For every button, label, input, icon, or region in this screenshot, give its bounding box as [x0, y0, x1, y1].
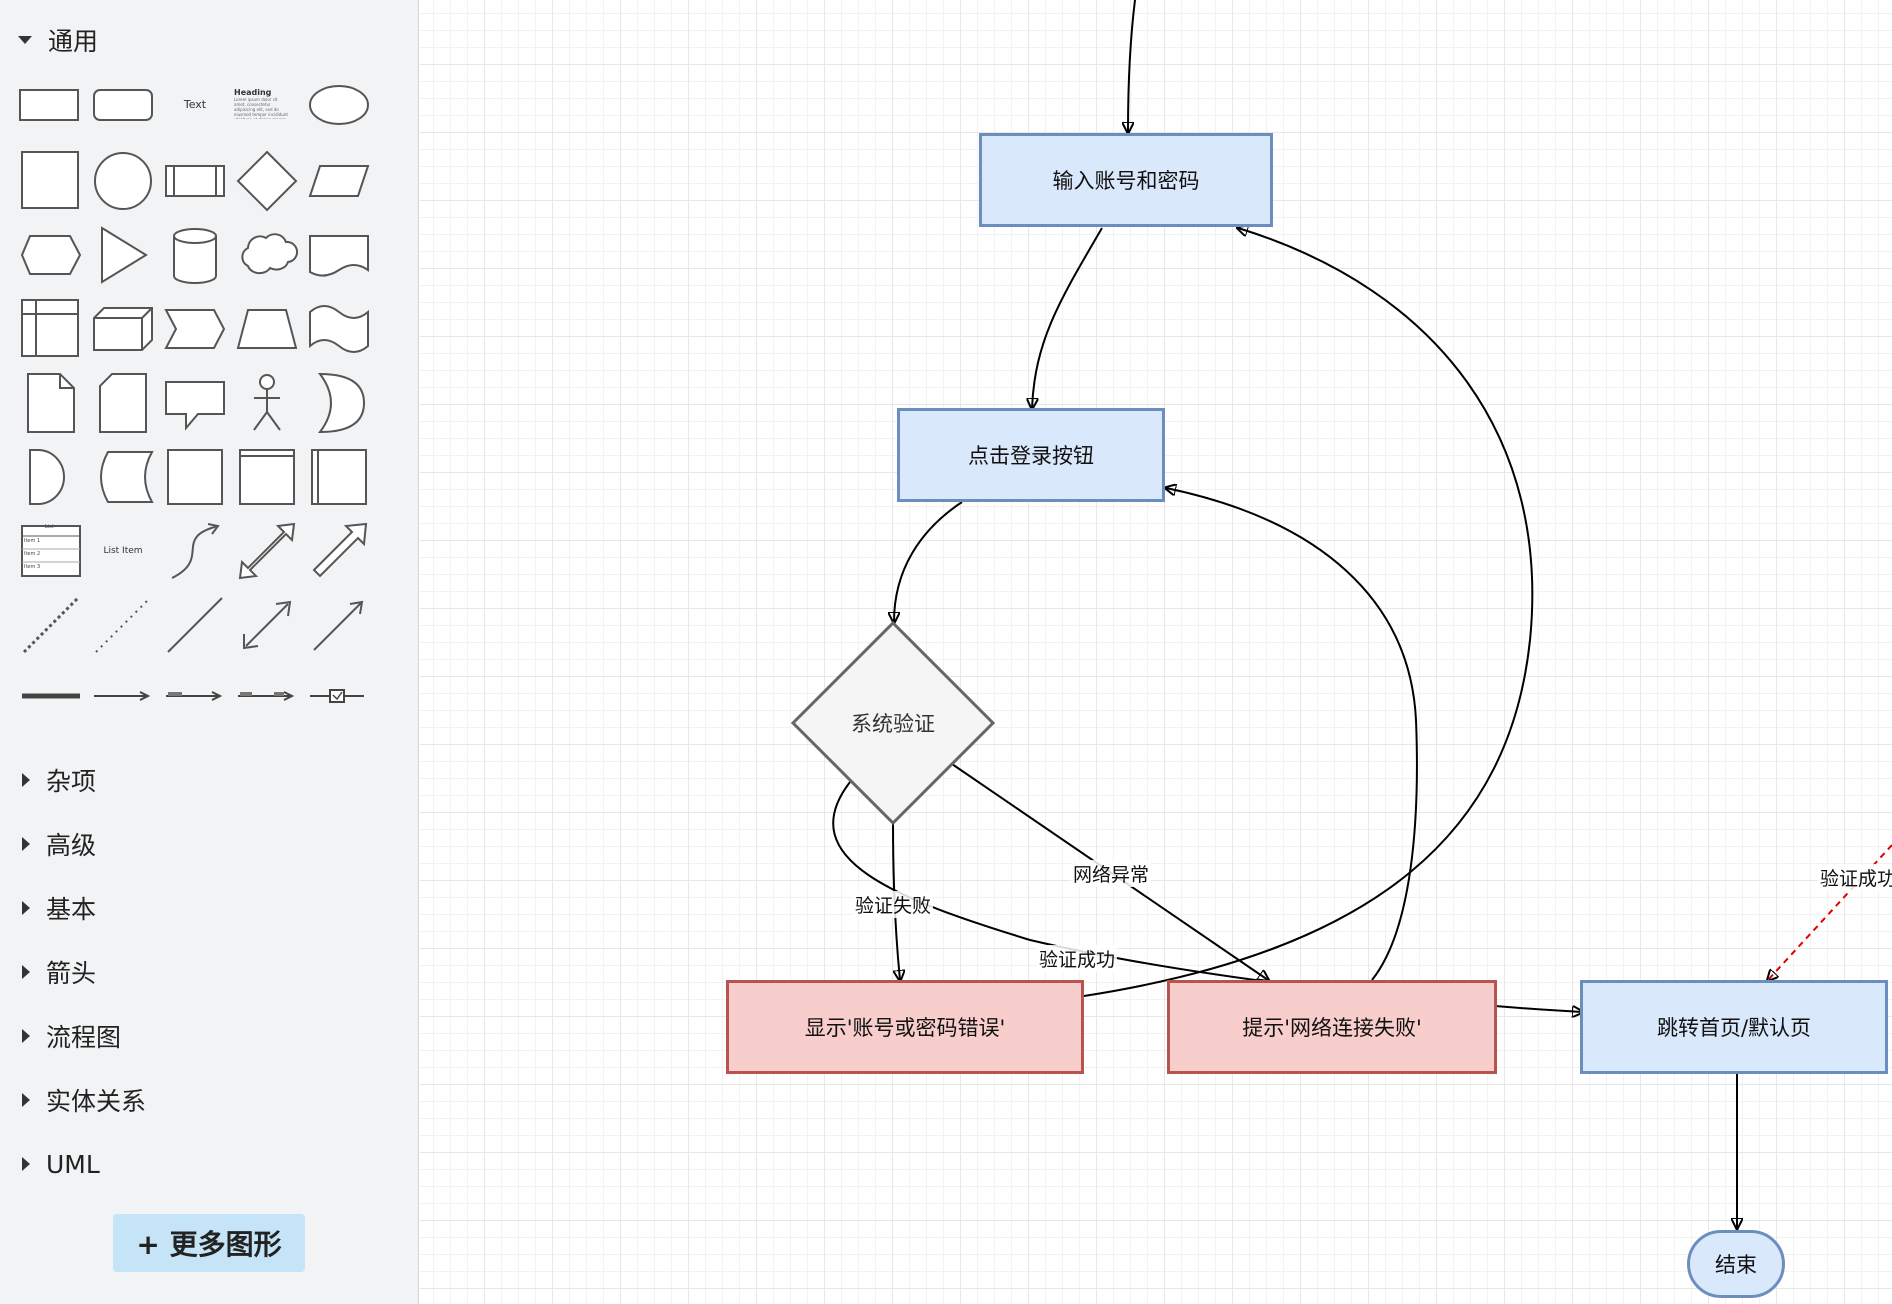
more-shapes-button[interactable]: + 更多图形: [113, 1214, 305, 1272]
dashed-line-shape[interactable]: [18, 592, 84, 658]
data-storage-shape[interactable]: [90, 444, 156, 510]
section-misc-header[interactable]: 杂项: [16, 762, 96, 798]
rectangle-shape[interactable]: [18, 72, 84, 138]
list-item-shape[interactable]: List Item: [103, 546, 143, 556]
connector-with-symbol-shape[interactable]: [306, 662, 372, 728]
delay-shape[interactable]: [18, 444, 84, 510]
trapezoid-shape[interactable]: [234, 296, 300, 362]
section-label: 杂项: [46, 767, 97, 796]
chevron-down-icon: [18, 36, 32, 44]
cube-shape[interactable]: [90, 296, 156, 362]
note-shape[interactable]: [18, 370, 84, 436]
chevron-right-icon: [22, 1093, 30, 1107]
rounded-rectangle-shape[interactable]: [90, 72, 156, 138]
chevron-right-icon: [22, 965, 30, 979]
diamond-shape[interactable]: [234, 148, 300, 214]
document-shape[interactable]: [306, 222, 372, 288]
heading-shape[interactable]: Heading Lorem ipsum dolor sit amet, cons…: [234, 88, 288, 119]
section-label: 高级: [46, 831, 97, 860]
node-system-verify-label: 系统验证: [851, 712, 935, 736]
dotted-line-shape[interactable]: [90, 592, 156, 658]
shape-sidebar: 通用 Text Heading Lorem ipsum dolor sit am…: [0, 0, 419, 1304]
bidirectional-connector-shape[interactable]: [234, 592, 300, 658]
text-shape[interactable]: Text: [183, 98, 207, 111]
step-shape[interactable]: [162, 296, 228, 362]
chevron-right-icon: [22, 773, 30, 787]
container-shape[interactable]: [162, 444, 228, 510]
section-advanced-header[interactable]: 高级: [16, 826, 96, 862]
section-label: 实体关系: [46, 1087, 147, 1116]
internal-storage-shape[interactable]: [18, 296, 84, 362]
hexagon-shape[interactable]: [18, 222, 84, 288]
node-input-credentials[interactable]: 输入账号和密码: [979, 133, 1273, 227]
ellipse-shape[interactable]: [306, 72, 372, 138]
section-general-header[interactable]: 通用: [16, 22, 98, 58]
section-label: 基本: [46, 895, 97, 924]
callout-shape[interactable]: [162, 370, 228, 436]
node-end[interactable]: 结束: [1687, 1230, 1785, 1298]
directional-connector-shape[interactable]: [306, 592, 372, 658]
section-arrows-header[interactable]: 箭头: [16, 954, 96, 990]
edge-label-network: 网络异常: [1071, 860, 1152, 887]
chevron-right-icon: [22, 901, 30, 915]
section-label: 通用: [48, 27, 99, 56]
process-shape[interactable]: [162, 148, 228, 214]
tape-shape[interactable]: [306, 296, 372, 362]
cylinder-shape[interactable]: [162, 222, 228, 288]
actor-shape[interactable]: [234, 370, 300, 436]
edge-label-success-right: 验证成功: [1818, 864, 1892, 891]
bidirectional-arrow-shape[interactable]: [234, 518, 300, 584]
thick-link-shape[interactable]: [18, 662, 84, 728]
node-error-password[interactable]: 显示'账号或密码错误': [726, 980, 1084, 1074]
or-shape[interactable]: [306, 370, 372, 436]
connector-with-2-labels-shape[interactable]: [234, 662, 300, 728]
section-label: UML: [46, 1149, 100, 1179]
node-jump-home[interactable]: 跳转首页/默认页: [1580, 980, 1888, 1074]
node-click-login[interactable]: 点击登录按钮: [897, 408, 1165, 502]
triangle-shape[interactable]: [90, 222, 156, 288]
parallelogram-shape[interactable]: [306, 148, 372, 214]
section-label: 流程图: [46, 1023, 122, 1052]
labeled-connector-shape[interactable]: [90, 662, 156, 728]
section-er-header[interactable]: 实体关系: [16, 1082, 146, 1118]
section-flowchart-header[interactable]: 流程图: [16, 1018, 121, 1054]
section-label: 箭头: [46, 959, 97, 988]
curve-shape[interactable]: [162, 518, 228, 584]
chevron-right-icon: [22, 837, 30, 851]
line-shape[interactable]: [162, 592, 228, 658]
edge-label-fail: 验证失败: [853, 891, 934, 918]
chevron-right-icon: [22, 1157, 30, 1171]
chevron-right-icon: [22, 1029, 30, 1043]
vertical-swimlane-shape[interactable]: [306, 444, 372, 510]
node-error-network[interactable]: 提示'网络连接失败': [1167, 980, 1497, 1074]
arrow-shape[interactable]: [306, 518, 372, 584]
section-basic-header[interactable]: 基本: [16, 890, 96, 926]
edge-label-success: 验证成功: [1037, 945, 1118, 972]
section-uml-header[interactable]: UML: [16, 1146, 100, 1182]
card-shape[interactable]: [90, 370, 156, 436]
circle-shape[interactable]: [90, 148, 156, 214]
square-shape[interactable]: [18, 148, 84, 214]
swimlane-shape[interactable]: [234, 444, 300, 510]
connector-with-label-shape[interactable]: [162, 662, 228, 728]
cloud-shape[interactable]: [234, 222, 300, 288]
node-system-verify-shape[interactable]: [790, 620, 996, 826]
list-shape[interactable]: List Item 1 Item 2 Item 3: [18, 518, 84, 584]
